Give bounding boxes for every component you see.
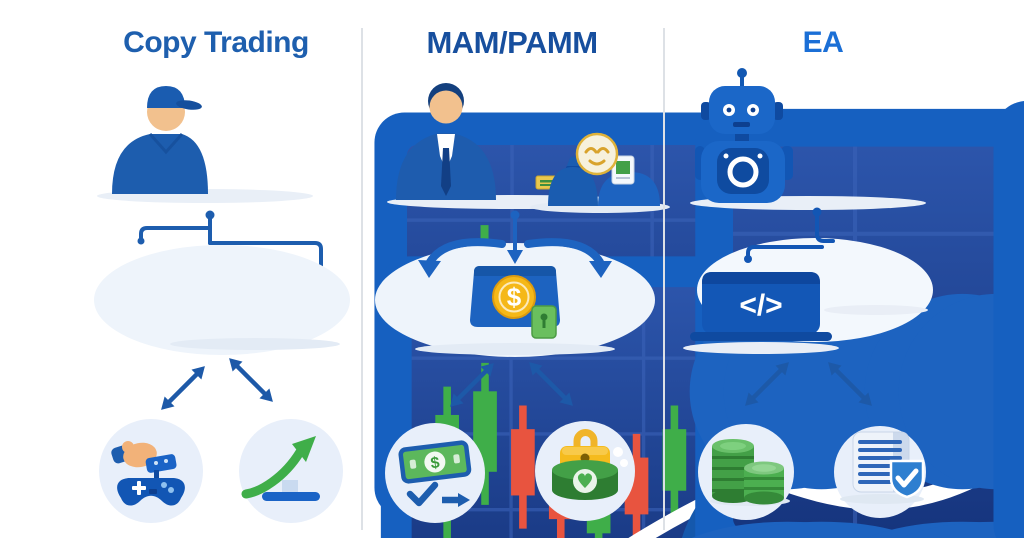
left-branch-arrowhead — [418, 260, 441, 278]
right-branch-arrowhead — [589, 261, 612, 278]
code-laptop-icon: </> — [690, 272, 832, 341]
manager-terminal-icon: $ — [470, 266, 560, 339]
dollar-glyph: $ — [430, 455, 441, 473]
down-right-arrow — [224, 353, 278, 407]
flow-connector-lines — [139, 213, 323, 269]
column-divider — [361, 28, 363, 530]
code-link-illustration: </> — [683, 207, 933, 354]
tie — [441, 148, 451, 196]
money-pile-icon — [530, 132, 670, 213]
ea-graphics: </> — [683, 68, 1024, 538]
down-arrowhead — [507, 250, 523, 264]
trader-growth-arrow-icon — [239, 419, 1024, 538]
column-title-copy-trading: Copy Trading — [123, 26, 309, 59]
column-title-mam-pamm: MAM/PAMM — [426, 25, 598, 60]
down-left-arrow — [156, 361, 210, 415]
column-divider — [663, 28, 665, 530]
mam-pamm-graphics: $ $ — [375, 83, 1024, 538]
fund-distribution-illustration: $ — [375, 210, 1024, 538]
ea-outcomes — [698, 357, 926, 520]
hand-with-game-controller-icon — [99, 419, 203, 523]
copy-trading-outcomes — [99, 353, 1024, 538]
coin-stacks-icon — [698, 424, 794, 520]
column-title-ea: EA — [802, 26, 844, 59]
server-verified-icon — [834, 426, 926, 518]
cap-icon — [147, 86, 185, 108]
trading-robot-with-monitor — [690, 68, 1024, 538]
robot-icon — [695, 68, 793, 203]
dollar-glyph: $ — [507, 282, 522, 312]
fund-manager-with-monitor-and-money — [387, 83, 1024, 538]
mam-pamm-outcomes: $ — [385, 357, 635, 523]
code-connector-lines — [746, 210, 835, 258]
code-glyph: </> — [739, 289, 782, 322]
locked-funds-icon — [535, 421, 635, 521]
growth-arrowhead — [292, 436, 316, 462]
copy-trading-graphics — [94, 86, 1024, 538]
coin-icon — [575, 132, 619, 176]
money-transfer-check-icon: $ — [385, 423, 485, 523]
capped-trader-with-monitor — [97, 86, 970, 538]
checkmark-icon — [895, 468, 919, 488]
copy-flow-illustration — [94, 210, 1024, 538]
